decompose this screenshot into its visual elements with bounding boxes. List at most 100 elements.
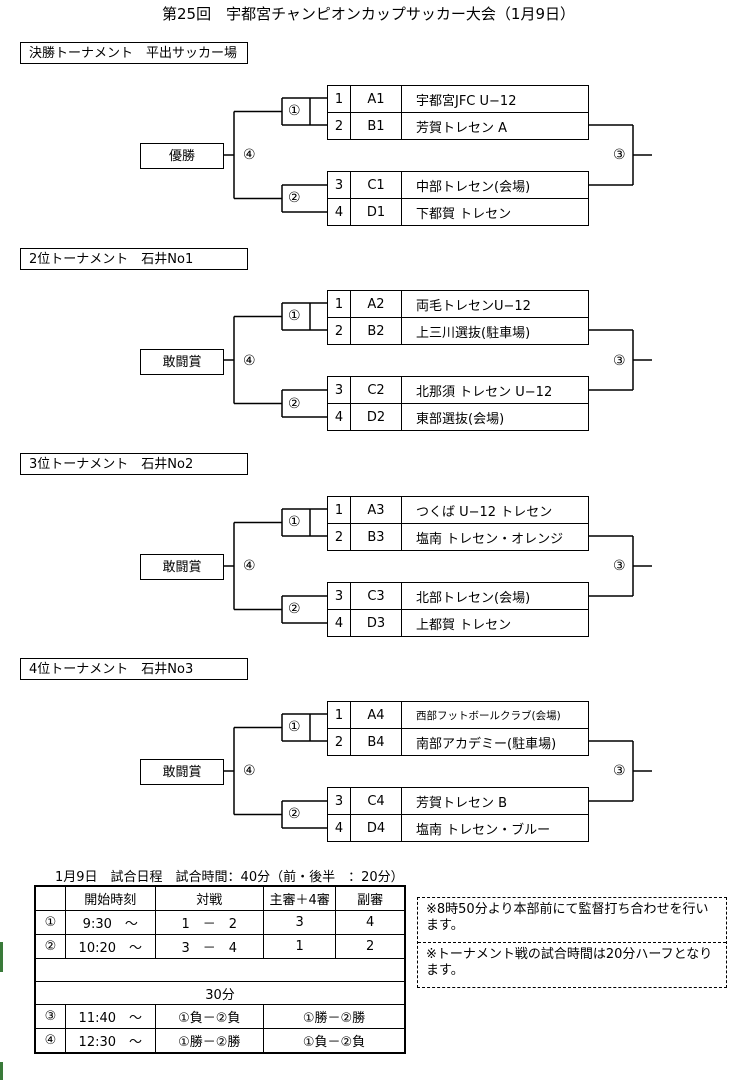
start-time: 12:30 ～ (65, 1028, 156, 1054)
break-row (34, 958, 406, 982)
schedule-header-row: 開始時刻 対戦 主審＋4審 副審 (34, 885, 406, 911)
third-place-marker: ③ (613, 147, 626, 163)
prize-label: 敢闘賞 (140, 349, 224, 375)
team-number: 3 (327, 171, 351, 199)
break-duration: 30分 (34, 981, 406, 1005)
team-name: 上三川選抜(駐車場) (401, 317, 589, 345)
team-name: 北部トレセン(会場) (401, 582, 589, 610)
schedule-row: ② 10:20 ～ 3 － 4 1 2 (34, 934, 406, 959)
semifinal-marker: ① (288, 103, 301, 119)
schedule-row: ③ 11:40 ～ ①負－②負 ①勝－②勝 (34, 1004, 406, 1029)
match-id: ① (34, 910, 66, 935)
team-name: 上都賀 トレセン (401, 609, 589, 637)
team-name: 北那須 トレセン U−12 (401, 376, 589, 404)
team-number: 1 (327, 496, 351, 524)
third-place-marker: ③ (613, 763, 626, 779)
schedule-row: ④ 12:30 ～ ①勝－②勝 ①負－②負 (34, 1028, 406, 1054)
match-id: ③ (34, 1004, 66, 1029)
team-name: 下都賀 トレセン (401, 198, 589, 226)
semifinal-marker: ② (288, 190, 301, 206)
section-label: 決勝トーナメント 平出サッカー場 (20, 42, 248, 64)
semifinal-marker: ① (288, 308, 301, 324)
column-header: 副審 (335, 885, 406, 911)
team-number: 1 (327, 290, 351, 318)
start-time: 10:20 ～ (65, 934, 156, 959)
team-code: A3 (350, 496, 402, 524)
team-name: 中部トレセン(会場) (401, 171, 589, 199)
team-name: 芳賀トレセン B (401, 787, 589, 815)
team-code: B3 (350, 523, 402, 551)
team-code: A4 (350, 701, 402, 729)
start-time: 11:40 ～ (65, 1004, 156, 1029)
edge-marker (0, 942, 3, 972)
schedule-heading: 1月9日 試合日程 試合時間：40分（前・後半 ：20分） (55, 870, 404, 885)
semifinal-marker: ① (288, 514, 301, 530)
team-code: B2 (350, 317, 402, 345)
team-code: D3 (350, 609, 402, 637)
start-time: 9:30 ～ (65, 910, 156, 935)
team-name: 塩南 トレセン・ブルー (401, 814, 589, 842)
team-number: 2 (327, 112, 351, 140)
team-name: 東部選抜(会場) (401, 403, 589, 431)
final-match-marker: ④ (243, 558, 256, 574)
edge-marker (0, 1062, 3, 1080)
matchup: 3 － 4 (154, 934, 264, 959)
section-label: 4位トーナメント 石井No3 (20, 658, 248, 680)
referee: 3 (262, 910, 337, 935)
assistant-referee: 4 (335, 910, 406, 935)
match-id: ④ (34, 1028, 66, 1054)
team-code: A2 (350, 290, 402, 318)
prize-label: 優勝 (140, 143, 224, 169)
team-number: 1 (327, 85, 351, 113)
referee: 1 (262, 934, 337, 959)
schedule-table: 開始時刻 対戦 主審＋4審 副審 ① 9:30 ～ 1 － 2 3 4 ② 10… (34, 885, 406, 1054)
column-header: 対戦 (154, 885, 264, 911)
team-number: 2 (327, 523, 351, 551)
team-name: 宇都宮JFC U−12 (401, 85, 589, 113)
page-title: 第25回 宇都宮チャンピオンカップサッカー大会（1月9日） (161, 5, 576, 23)
column-header: 開始時刻 (65, 885, 156, 911)
notes-box: ※8時50分より本部前にて監督打ち合わせを行います。 ※トーナメント戦の試合時間… (417, 897, 727, 988)
team-number: 1 (327, 701, 351, 729)
team-code: D1 (350, 198, 402, 226)
column-header (34, 885, 66, 911)
team-code: A1 (350, 85, 402, 113)
team-name: つくば U−12 トレセン (401, 496, 589, 524)
team-name: 両毛トレセンU−12 (401, 290, 589, 318)
team-number: 4 (327, 609, 351, 637)
section-label: 3位トーナメント 石井No2 (20, 453, 248, 475)
semifinal-marker: ② (288, 601, 301, 617)
referees: ①負－②負 (262, 1028, 406, 1054)
team-number: 4 (327, 814, 351, 842)
section-label: 2位トーナメント 石井No1 (20, 248, 248, 270)
team-name: 南部アカデミー(駐車場) (401, 728, 589, 756)
note-text: ※トーナメント戦の試合時間は20分ハーフとなります。 (418, 942, 726, 987)
semifinal-marker: ② (288, 396, 301, 412)
team-number: 3 (327, 582, 351, 610)
team-number: 2 (327, 317, 351, 345)
match-id: ② (34, 934, 66, 959)
break-row: 30分 (34, 981, 406, 1005)
column-header: 主審＋4審 (262, 885, 337, 911)
team-number: 2 (327, 728, 351, 756)
team-number: 4 (327, 198, 351, 226)
team-number: 3 (327, 787, 351, 815)
note-text: ※8時50分より本部前にて監督打ち合わせを行います。 (426, 902, 709, 933)
third-place-marker: ③ (613, 558, 626, 574)
final-match-marker: ④ (243, 353, 256, 369)
team-name: 芳賀トレセン A (401, 112, 589, 140)
